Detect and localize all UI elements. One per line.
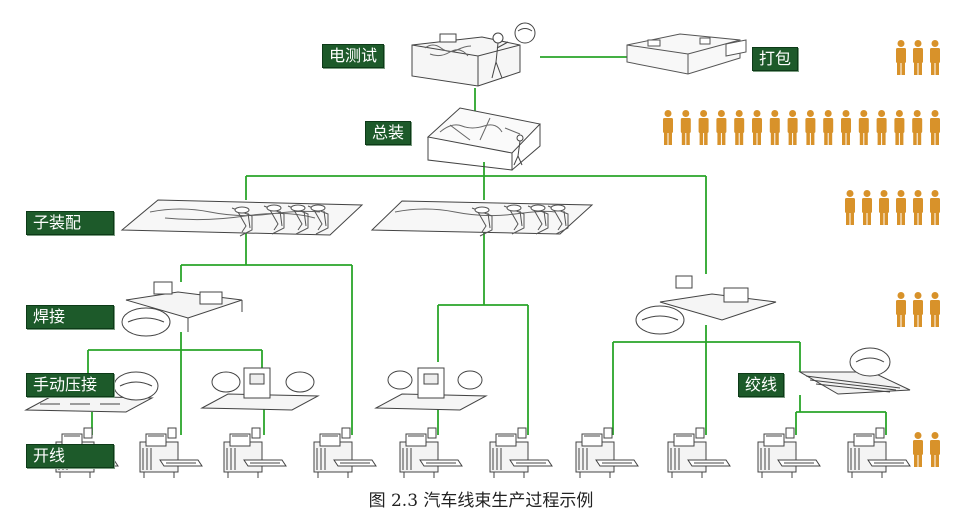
worker-icon xyxy=(913,432,923,467)
worker-icon xyxy=(876,110,887,145)
label-final-assembly: 总装 xyxy=(365,121,412,145)
worker-icon xyxy=(913,190,923,225)
label-cutting: 开线 xyxy=(26,444,114,468)
worker-icon xyxy=(663,110,673,145)
packing-station xyxy=(626,33,747,75)
worker-icon xyxy=(913,40,923,75)
manual-crimp-bench-1 xyxy=(24,371,159,413)
worker-icon xyxy=(823,110,834,145)
manual-crimp-bench-3 xyxy=(374,367,488,411)
worker-icon xyxy=(894,110,905,145)
worker-icon xyxy=(930,110,940,145)
electrical-test-station xyxy=(411,22,536,87)
worker-icon xyxy=(858,110,869,145)
worker-group-welding xyxy=(896,292,940,327)
worker-group-cutting xyxy=(913,432,940,467)
worker-icon xyxy=(769,110,780,145)
worker-icon xyxy=(896,292,906,327)
welding-station-left xyxy=(121,281,243,337)
cutting-machines xyxy=(55,427,911,479)
worker-icon xyxy=(841,110,851,145)
worker-icon xyxy=(716,110,727,145)
worker-group-sub-assembly xyxy=(845,190,940,225)
worker-icon xyxy=(930,292,940,327)
worker-group-final-assembly xyxy=(663,110,940,145)
worker-icon xyxy=(862,190,872,225)
worker-icon xyxy=(734,110,745,145)
label-electrical-test: 电测试 xyxy=(322,44,385,68)
label-manual-crimping: 手动压接 xyxy=(26,373,114,397)
worker-icon xyxy=(879,190,889,225)
worker-icon xyxy=(913,292,923,327)
sub-assembly-table-right xyxy=(370,200,594,237)
worker-icon xyxy=(845,190,855,225)
welding-station-right xyxy=(635,275,777,335)
worker-icon xyxy=(752,110,762,145)
sub-assembly-table-left xyxy=(120,199,364,237)
worker-icon xyxy=(787,110,798,145)
worker-icon xyxy=(698,110,709,145)
connector-lines xyxy=(87,56,887,435)
worker-icon xyxy=(896,190,906,225)
twisting-machine xyxy=(798,347,911,395)
worker-icon xyxy=(930,432,940,467)
label-sub-assembly: 子装配 xyxy=(26,211,114,235)
worker-icon xyxy=(930,40,940,75)
label-twisting: 绞线 xyxy=(738,373,785,397)
label-welding: 焊接 xyxy=(26,305,114,329)
worker-icon xyxy=(896,40,906,75)
final-assembly-board xyxy=(426,107,541,171)
figure-caption: 图 2.3 汽车线束生产过程示例 xyxy=(368,491,594,511)
manual-crimp-bench-2 xyxy=(200,367,320,411)
worker-group-packing xyxy=(896,40,940,75)
worker-icon xyxy=(912,110,923,145)
worker-icon xyxy=(680,110,691,145)
label-packing: 打包 xyxy=(752,47,799,71)
worker-icon xyxy=(930,190,940,225)
worker-icon xyxy=(805,110,816,145)
